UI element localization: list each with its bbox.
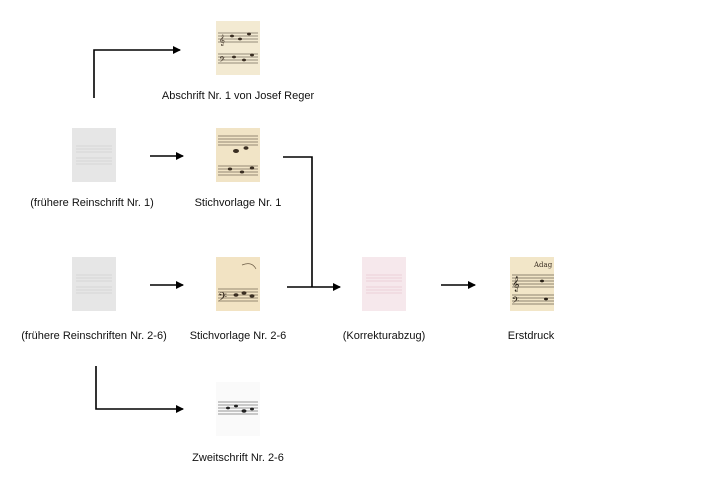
stichvorlage1-thumbnail[interactable] [216,128,260,182]
node-label-korrektur: (Korrekturabzug) [342,330,426,342]
erstdruck-tempo-text: Adag [533,261,553,269]
korrektur-thumbnail[interactable] [362,257,406,311]
copy-score-icon [216,382,260,436]
placeholder-document-icon [72,128,116,182]
node-label-stichvorlage1: Stichvorlage Nr. 1 [194,197,282,209]
node-label-reinschriften26: (frühere Reinschriften Nr. 2-6) [21,330,167,342]
erstdruck-thumbnail[interactable]: Adag 𝄞 𝄢 [510,257,554,311]
manuscript-score-icon [216,128,260,182]
manuscript-score-icon: 𝄞 𝄢 [216,21,260,75]
reinschriften26-thumbnail[interactable] [72,257,116,311]
node-label-stichvorlage26: Stichvorlage Nr. 2-6 [189,330,287,342]
svg-text:𝄞: 𝄞 [512,277,520,292]
node-label-erstdruck: Erstdruck [507,330,555,342]
node-label-abschrift: Abschrift Nr. 1 von Josef Reger [161,90,315,102]
node-label-zweitschrift: Zweitschrift Nr. 2-6 [192,452,284,464]
printed-score-icon: Adag 𝄞 𝄢 [510,257,554,311]
edge-reinschrift1-abschrift [93,46,181,98]
svg-text:𝄞: 𝄞 [219,34,225,46]
proof-document-icon [362,257,406,311]
svg-text:𝄢: 𝄢 [218,291,227,307]
node-label-reinschrift1: (frühere Reinschrift Nr. 1) [30,197,154,209]
zweitschrift-thumbnail[interactable] [216,382,260,436]
abschrift-thumbnail[interactable]: 𝄞 𝄢 [216,21,260,75]
edge-stichvorlage1-korrektur [283,156,313,287]
svg-text:𝄢: 𝄢 [512,295,519,308]
manuscript-score-icon: 𝄢 [216,257,260,311]
placeholder-document-icon [72,257,116,311]
svg-text:𝄢: 𝄢 [219,56,226,67]
reinschrift1-thumbnail[interactable] [72,128,116,182]
edge-reinschriften26-zweitschrift [95,366,184,413]
stichvorlage26-thumbnail[interactable]: 𝄢 [216,257,260,311]
